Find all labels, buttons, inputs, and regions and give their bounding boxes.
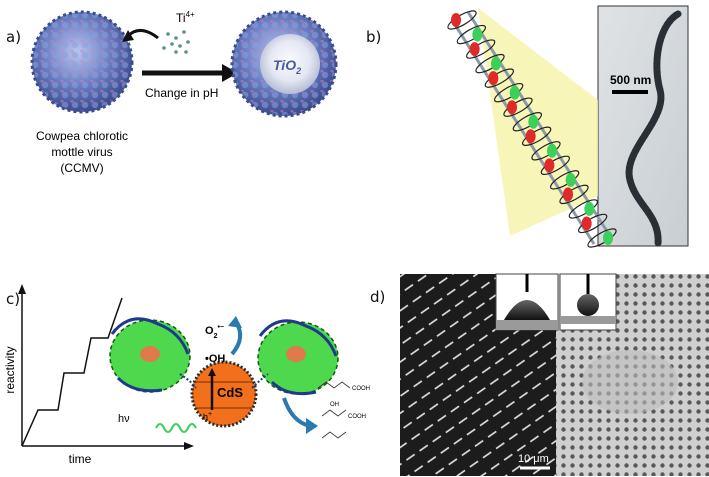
cds-nanoparticle-icon <box>190 360 258 428</box>
panel-a-illustration: Ti4+ Change in pH TiO2 Cowpea chlorotic … <box>30 10 338 175</box>
hydroxyl-label: •OH <box>205 353 225 365</box>
cds-label: CdS <box>217 385 243 400</box>
scalebar-label: 10 μm <box>518 453 549 465</box>
helix-blob <box>525 129 536 144</box>
hole-label: h+ <box>203 411 212 422</box>
chem-label-2: OH <box>330 402 339 408</box>
droplet-inset-left <box>495 273 559 331</box>
helix-blob <box>491 56 501 71</box>
helix-blob <box>507 100 517 115</box>
droplet-inset-right <box>559 273 617 331</box>
virus-abbr: (CCMV) <box>60 161 103 175</box>
tio2-virus-icon <box>230 10 338 118</box>
helix-blob <box>603 231 613 245</box>
linker-left <box>179 373 197 389</box>
panel-b-label: b) <box>366 28 382 46</box>
scalebar-label: 500 nm <box>610 73 651 87</box>
helix-blob <box>581 216 592 231</box>
photon-label: hν <box>118 413 130 425</box>
virus-name-line-2: mottle virus <box>51 145 112 159</box>
linker-right <box>251 373 269 389</box>
chem-label-1: COOH <box>352 386 370 392</box>
helix-blob <box>584 201 595 216</box>
helix-blob <box>547 143 557 158</box>
ion-dots <box>162 30 190 54</box>
helix-structure <box>447 10 617 248</box>
panel-c-label: c) <box>6 290 21 308</box>
curved-arrow-icon <box>126 29 159 40</box>
chem-label-3: COOH <box>348 414 366 420</box>
panel-a: a) <box>0 0 360 240</box>
panel-b-illustration: 500 nm <box>447 5 689 248</box>
y-axis-label: reactivity <box>3 346 17 393</box>
nanowire-strand <box>625 10 682 248</box>
panel-a-label: a) <box>6 28 22 46</box>
enzyme-right-icon <box>257 319 339 396</box>
reactivity-staircase <box>21 297 123 447</box>
superoxide-label: O2•− <box>205 324 224 340</box>
panel-d: d) <box>370 272 709 477</box>
panel-d-illustration: 10 μm <box>400 273 709 476</box>
ccmv-virus-icon <box>30 10 134 114</box>
virus-name-line-1: Cowpea chlorotic <box>36 129 128 143</box>
x-axis-label: time <box>69 452 92 466</box>
panel-b: b) 500 nm <box>360 0 709 250</box>
helix-blob <box>565 172 576 187</box>
helix-blob <box>472 27 483 42</box>
photon-wave-icon <box>155 423 197 433</box>
helix-blob <box>488 71 499 86</box>
ion-label: Ti4+ <box>176 10 195 25</box>
helix-blob <box>563 187 573 202</box>
arrow-text: Change in pH <box>145 86 218 100</box>
panel-c: c) reactivity time <box>0 270 400 477</box>
helix-blob <box>509 85 520 100</box>
helix-blob <box>528 114 539 129</box>
chemical-structures <box>317 381 351 439</box>
helix-blob <box>451 13 461 27</box>
tio2-label: TiO2 <box>273 57 301 76</box>
helix-blob <box>469 42 480 57</box>
helix-blob <box>544 158 555 173</box>
enzyme-left-icon <box>109 317 191 393</box>
reaction-arrowhead <box>222 64 238 82</box>
panel-c-illustration: reactivity time CdS h+ <box>3 284 370 466</box>
panel-d-label: d) <box>370 288 386 306</box>
